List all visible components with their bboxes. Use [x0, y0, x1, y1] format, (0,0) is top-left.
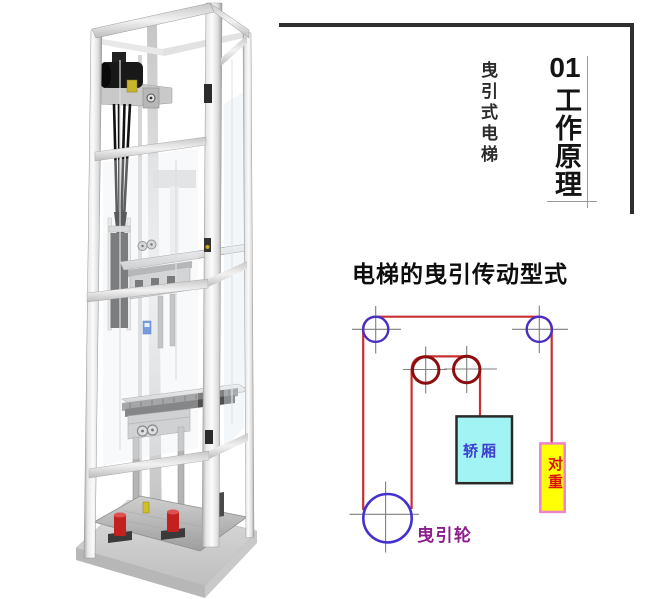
counterweight-box — [539, 442, 566, 514]
chapter-number: 01 — [549, 52, 581, 83]
diagram-title: 电梯的曳引传动型式 — [352, 261, 568, 287]
hoist-machine — [97, 52, 173, 109]
traction-sheave-label: 曳引轮 — [417, 526, 473, 545]
counterweight-label: 对重 — [546, 456, 563, 492]
deflector-pulley-right — [525, 315, 554, 344]
drive-pulley-left — [411, 355, 441, 385]
deflector-pulley-left — [361, 315, 390, 344]
divider-tick — [547, 201, 597, 202]
inspection-sticker-window — [144, 323, 150, 327]
corner-bracket — [279, 23, 634, 214]
buffer-right — [161, 509, 185, 540]
traction-sheave — [361, 492, 413, 544]
inspection-sticker — [142, 320, 152, 335]
divider-line — [587, 56, 588, 208]
drive-pulley-right — [452, 354, 482, 385]
tower-frame — [83, 2, 255, 559]
buffer-left — [108, 512, 132, 543]
section-side-label: 曳引式电梯 — [478, 61, 497, 166]
chapter-title: 工作原理 — [551, 86, 581, 198]
car-box — [455, 415, 514, 485]
car-label: 轿厢 — [463, 443, 500, 460]
